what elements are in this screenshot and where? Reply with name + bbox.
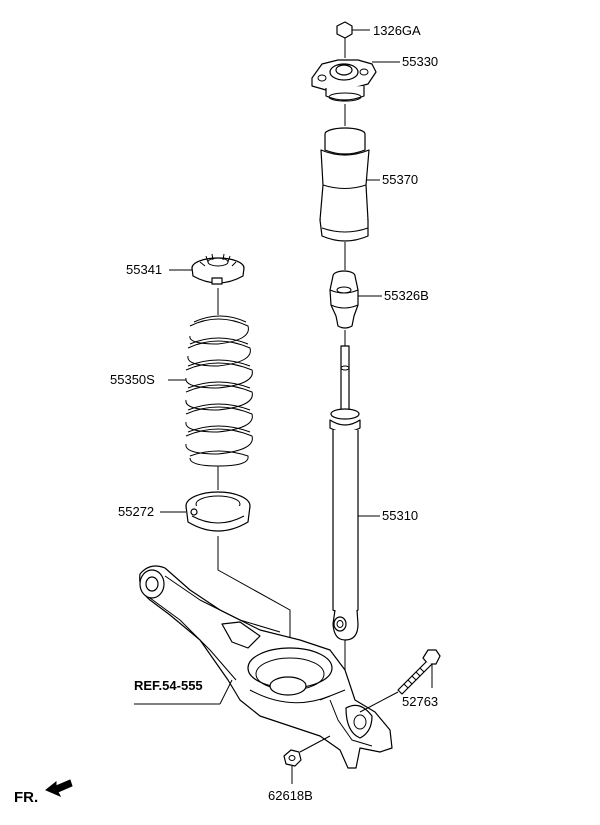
upper-spring-pad-55341 (169, 253, 245, 315)
label-62618b: 62618B (268, 788, 313, 803)
bump-stopper-55326b (329, 270, 382, 329)
label-55350s: 55350S (110, 372, 155, 387)
nut-62618b (283, 735, 331, 784)
upper-mount-55330 (311, 59, 400, 126)
label-55370: 55370 (382, 172, 418, 187)
label-55341: 55341 (126, 262, 162, 277)
ref-label: REF.54-555 (134, 678, 203, 693)
dust-cover-55370 (319, 127, 380, 270)
arrow-icon (45, 779, 73, 797)
coil-spring-55350s (168, 315, 253, 490)
bolt-52763 (359, 649, 441, 713)
label-55326b: 55326B (384, 288, 429, 303)
nut-1326ga (336, 21, 370, 58)
front-direction-label: FR. (14, 789, 38, 806)
lower-spring-pad-55272 (160, 491, 291, 680)
shock-absorber-55310 (329, 330, 380, 690)
label-55272: 55272 (118, 504, 154, 519)
label-52763: 52763 (402, 694, 438, 709)
label-1326ga: 1326GA (373, 23, 421, 38)
lower-arm (134, 565, 393, 769)
label-55310: 55310 (382, 508, 418, 523)
label-55330: 55330 (402, 54, 438, 69)
